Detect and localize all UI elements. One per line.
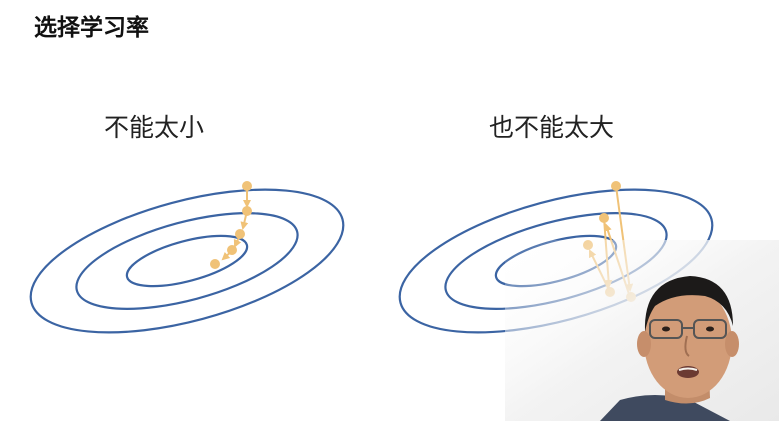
step-point xyxy=(611,181,621,191)
contour-middle xyxy=(75,212,299,310)
contour-inner xyxy=(125,234,249,288)
caption-too-small: 不能太小 xyxy=(104,113,205,142)
step-point xyxy=(235,229,245,239)
presenter-avatar xyxy=(505,240,779,421)
step-point xyxy=(242,206,252,216)
step-point xyxy=(242,181,252,191)
step-point xyxy=(210,259,220,269)
contour-plot-small-lr xyxy=(29,181,345,334)
step-point xyxy=(227,245,237,255)
contour-outer xyxy=(29,188,345,334)
slide-title: 选择学习率 xyxy=(34,15,149,41)
presenter-video xyxy=(505,240,779,421)
step-point xyxy=(599,213,609,223)
caption-too-large: 也不能太大 xyxy=(489,113,615,142)
